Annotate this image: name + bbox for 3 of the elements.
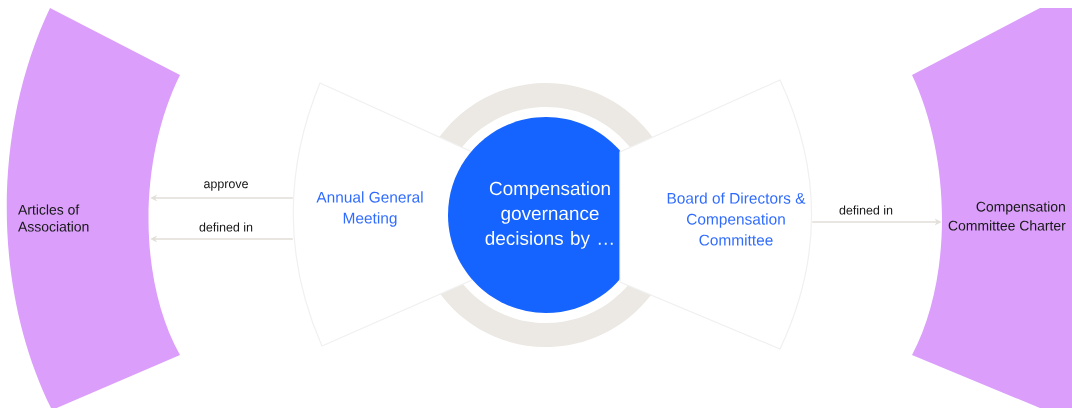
edge-label: defined in	[198, 221, 254, 233]
edge-label: defined in	[838, 204, 894, 216]
edge-label: approve	[202, 180, 250, 192]
